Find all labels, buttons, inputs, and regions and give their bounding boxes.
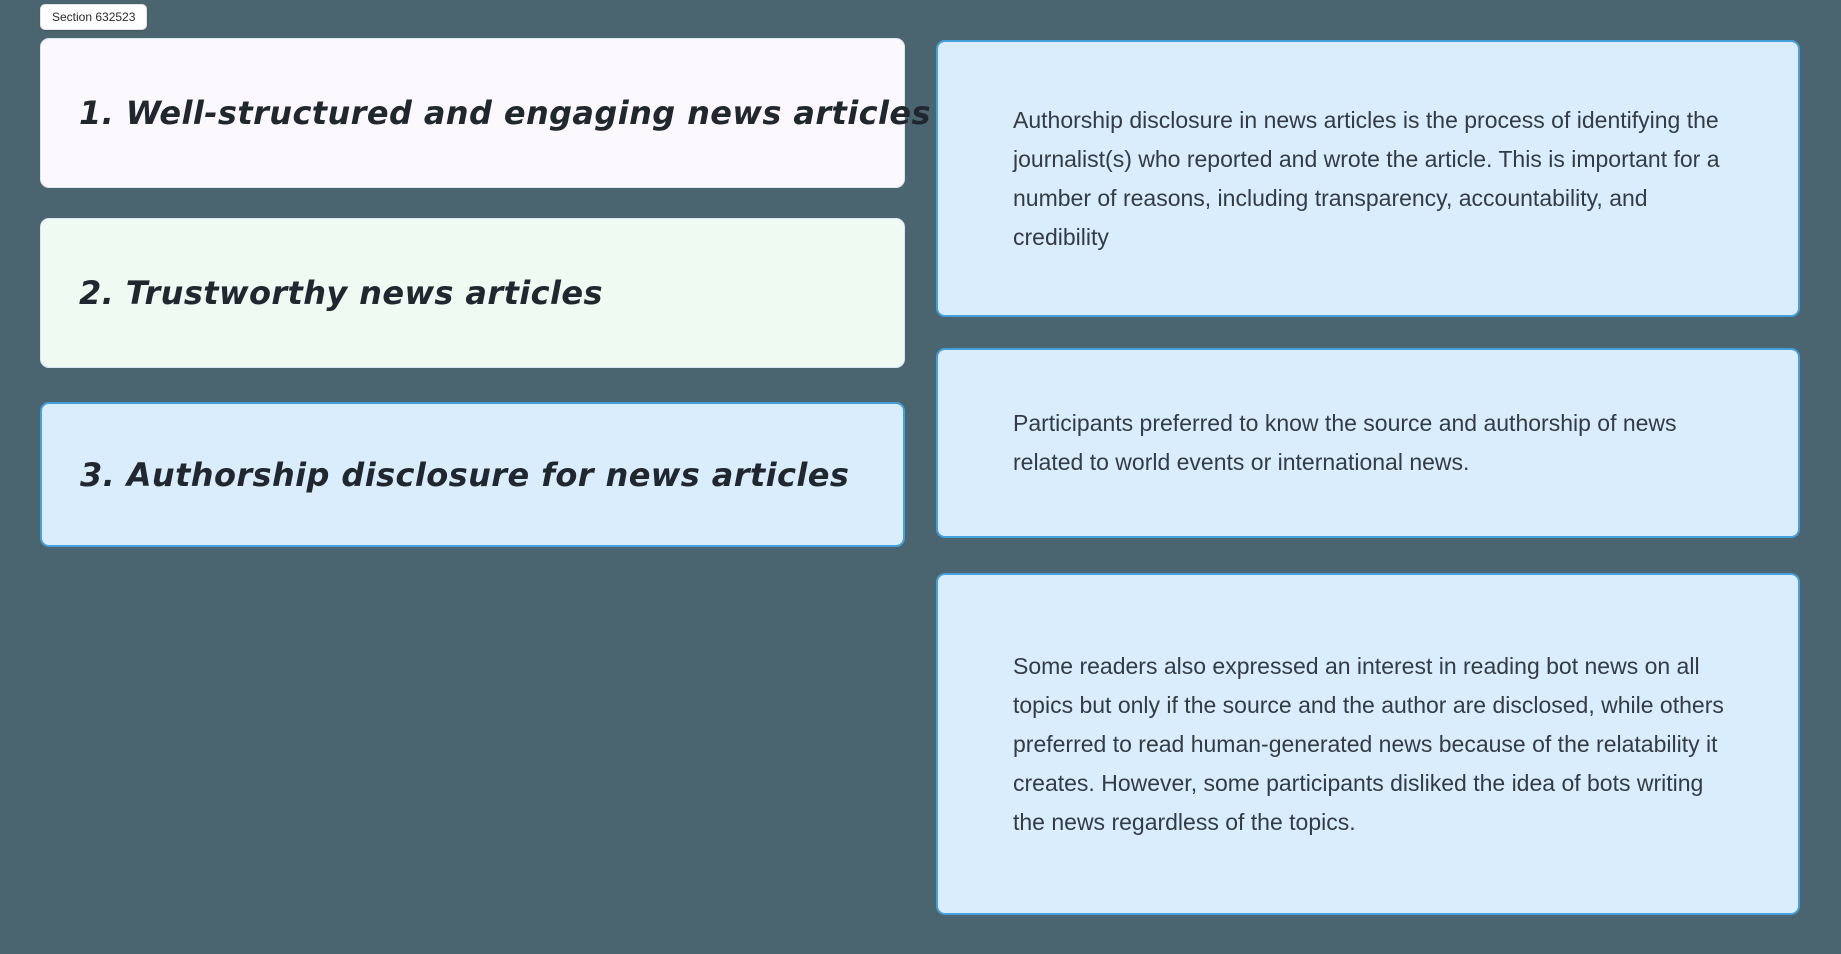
topic-card-3-text: 3. Authorship disclosure for news articl… — [80, 455, 850, 494]
topic-card-1[interactable]: 1. Well-structured and engaging news art… — [40, 38, 930, 188]
note-card-participants-preference-text: Participants preferred to know the sourc… — [1013, 410, 1677, 475]
topic-card-1-text: 1. Well-structured and engaging news art… — [79, 94, 931, 132]
section-label[interactable]: Section 632523 — [40, 4, 148, 30]
note-card-bot-news-opinions-text: Some readers also expressed an interest … — [1013, 652, 1724, 835]
note-card-participants-preference[interactable]: Participants preferred to know the sourc… — [936, 348, 1800, 538]
section-label-text: Section 632523 — [52, 10, 136, 24]
note-card-authorship-definition-text: Authorship disclosure in news articles i… — [1013, 106, 1720, 250]
topic-card-3[interactable]: 3. Authorship disclosure for news articl… — [40, 402, 905, 547]
note-card-bot-news-opinions[interactable]: Some readers also expressed an interest … — [936, 573, 1800, 915]
topic-card-2[interactable]: 2. Trustworthy news articles — [40, 218, 905, 368]
note-card-authorship-definition[interactable]: Authorship disclosure in news articles i… — [936, 40, 1800, 317]
topic-card-2-text: 2. Trustworthy news articles — [79, 274, 603, 312]
